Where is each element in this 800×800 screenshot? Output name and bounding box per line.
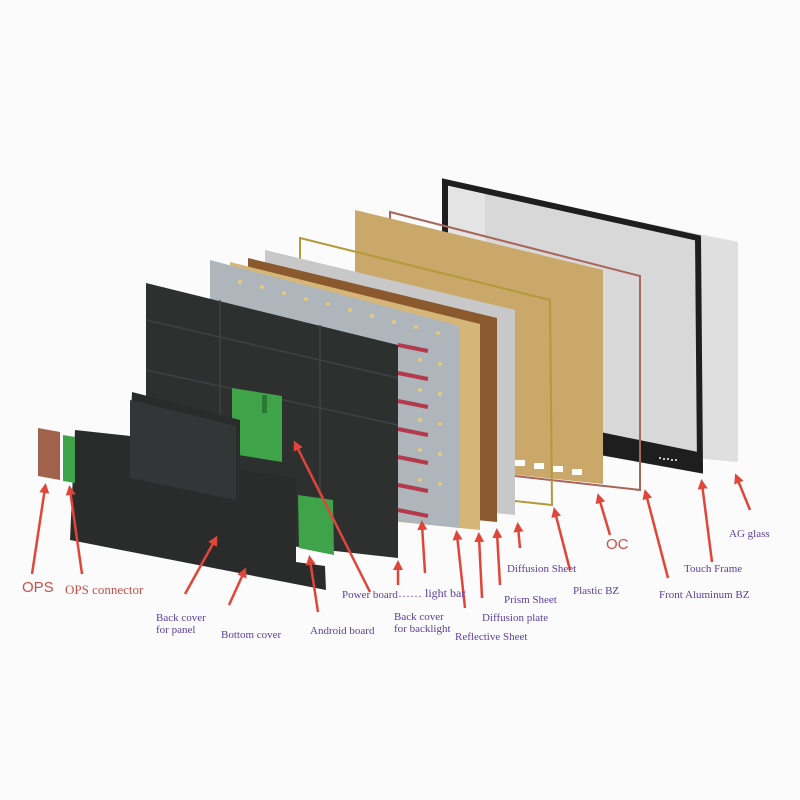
label-back-cover-backlight-line1: Back cover xyxy=(394,611,444,623)
power-board xyxy=(232,388,282,462)
label-android-board: Android board xyxy=(310,625,375,637)
label-back-cover-backlight-line2: for backlight xyxy=(394,623,451,635)
ops-module xyxy=(38,428,60,480)
bottom-cover-panel xyxy=(130,400,236,500)
ops-connector xyxy=(63,435,75,483)
label-bottom-cover: Bottom cover xyxy=(221,629,282,641)
label-ops-connector: OPS connector xyxy=(65,582,144,597)
label-light-bar: …… light bar xyxy=(398,586,466,600)
label-front-aluminum-bz: Front Aluminum BZ xyxy=(659,589,750,601)
label-plastic-bz: Plastic BZ xyxy=(573,585,620,597)
label-ops: OPS xyxy=(22,579,54,596)
label-back-cover-panel-line1: Back cover xyxy=(156,612,206,624)
label-touch-frame: Touch Frame xyxy=(684,563,743,575)
oc-tabs xyxy=(515,460,582,475)
pointer-arrows xyxy=(30,440,752,613)
light-bars xyxy=(397,343,429,518)
label-prism-sheet: Prism Sheet xyxy=(504,594,557,606)
label-back-cover-panel-line2: for panel xyxy=(156,624,196,636)
label-oc: OC xyxy=(606,536,629,553)
label-ag-glass: AG glass xyxy=(729,528,770,540)
label-reflective-sheet: Reflective Sheet xyxy=(455,631,528,643)
label-diffusion-sheet: Diffusion Sheet xyxy=(507,563,577,575)
label-diffusion-plate: Diffusion plate xyxy=(482,612,549,624)
led-dots xyxy=(238,280,442,486)
android-board xyxy=(298,495,334,555)
label-power-board: Power board xyxy=(342,589,398,601)
